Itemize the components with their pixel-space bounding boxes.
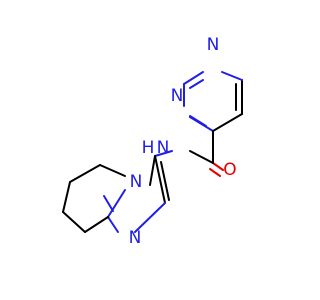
bond-c8a-n-bridge: [107, 189, 126, 218]
atom-labels: N N O N H N N: [129, 35, 237, 248]
bond-c3-c2-double: [160, 161, 170, 201]
pyrimidine-n3-label: N: [171, 86, 184, 106]
pyrimidine-n1-label: N: [207, 35, 220, 55]
bond-n1-c8a: [107, 216, 119, 233]
bond-nh-c3: [154, 150, 173, 157]
bond-carbonyl-o: [212, 162, 224, 171]
tetrahydro-ring: [62, 164, 126, 233]
bond-c5-c6: [69, 164, 101, 183]
bond-c3-n-bridge: [149, 155, 156, 186]
imidazole-n-label: N: [129, 228, 142, 248]
bond-c8-c8a: [84, 216, 109, 233]
amide-n-label: N: [157, 138, 170, 158]
bond-c5-c4: [212, 113, 243, 132]
carbonyl-o-label: O: [223, 160, 236, 180]
bond-c6-c7: [62, 181, 71, 213]
pyrimidine-ring: [183, 71, 243, 132]
bond-c2-n1: [183, 71, 204, 85]
bond-n1-c8a-double: [103, 195, 114, 212]
bond-n1-c6: [221, 71, 243, 81]
bond-c3-c2: [154, 155, 166, 204]
amide-h-label: H: [142, 138, 155, 158]
bond-c4-n3-double: [189, 115, 207, 127]
bond-carbonyl-n: [189, 150, 214, 164]
bond-c7-c8: [62, 211, 86, 233]
structure-svg: N N O N H N N: [62, 35, 243, 248]
amide-group: [154, 130, 224, 177]
bond-n-c5: [99, 164, 126, 177]
bond-c2-n1: [134, 202, 166, 233]
bond-c2-n1-double: [189, 79, 204, 89]
bond-carbonyl-o-double: [209, 168, 221, 177]
imidazole-ring: [103, 155, 170, 233]
bridgehead-n-label: N: [130, 172, 143, 192]
molecule-diagram: N N O N H N N: [62, 35, 243, 248]
